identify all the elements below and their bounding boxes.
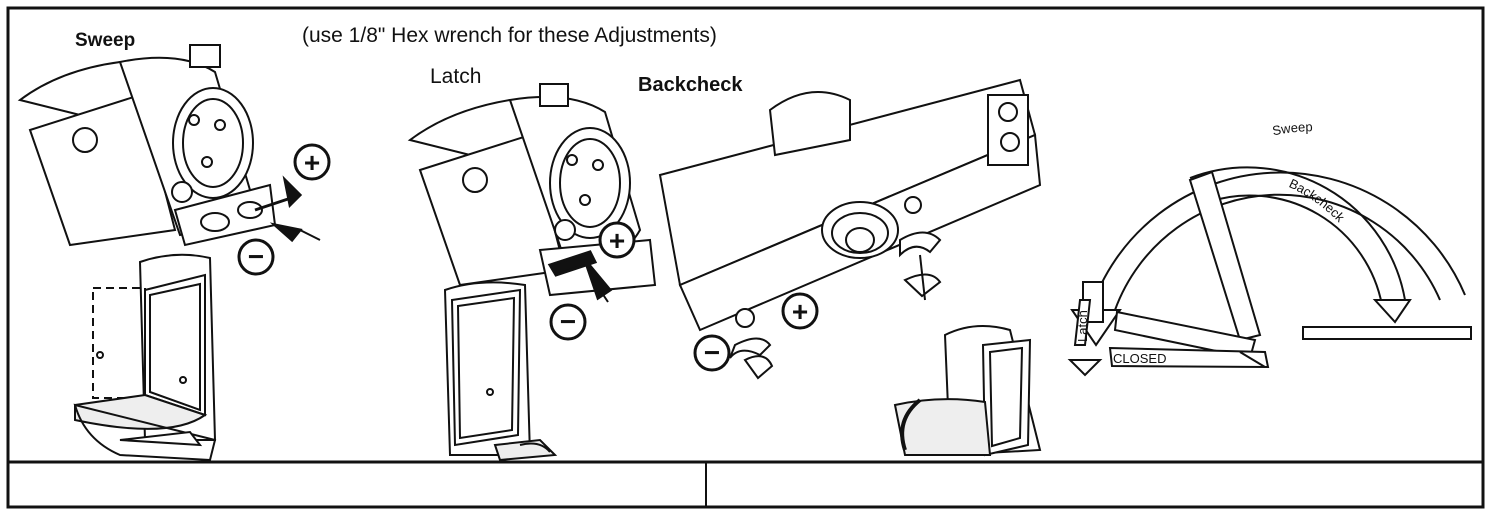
arc-diagram <box>1067 166 1472 377</box>
sweep-closer-illustration <box>17 44 277 247</box>
backcheck-minus-label: − <box>704 337 720 368</box>
sweep-minus-label: − <box>248 241 264 272</box>
backcheck-minus-symbol: − <box>693 334 731 372</box>
hex-wrench-instruction: (use 1/8" Hex wrench for these Adjustmen… <box>302 24 717 47</box>
backcheck-plus-symbol: + <box>781 292 819 330</box>
backcheck-plus-label: + <box>792 296 808 327</box>
sweep-plus-symbol: + <box>293 143 331 181</box>
backcheck-door-illustration <box>893 325 1042 457</box>
arc-sweep-label: Sweep <box>1271 119 1313 138</box>
latch-door-illustration <box>443 281 558 462</box>
latch-minus-symbol: − <box>549 303 587 341</box>
latch-minus-label: − <box>560 306 576 337</box>
latch-closer-illustration <box>407 83 657 297</box>
sweep-hex-wrench <box>254 175 321 243</box>
sweep-door-illustration <box>73 253 217 462</box>
sweep-minus-symbol: − <box>237 238 275 276</box>
backcheck-heading: Backcheck <box>638 74 743 96</box>
latch-heading: Latch <box>430 65 482 88</box>
arc-closed-label: CLOSED <box>1113 351 1166 366</box>
sweep-plus-label: + <box>304 147 320 178</box>
latch-hex-wrench <box>547 250 613 303</box>
backcheck-closer-illustration <box>658 78 1042 332</box>
outer-frame <box>6 6 1485 509</box>
latch-plus-symbol: + <box>598 221 636 259</box>
backcheck-valve-right <box>899 231 942 301</box>
arc-latch-label: Latch <box>1075 310 1090 342</box>
backcheck-valve-left <box>729 308 774 380</box>
sweep-heading: Sweep <box>75 30 136 51</box>
latch-plus-label: + <box>609 225 625 256</box>
